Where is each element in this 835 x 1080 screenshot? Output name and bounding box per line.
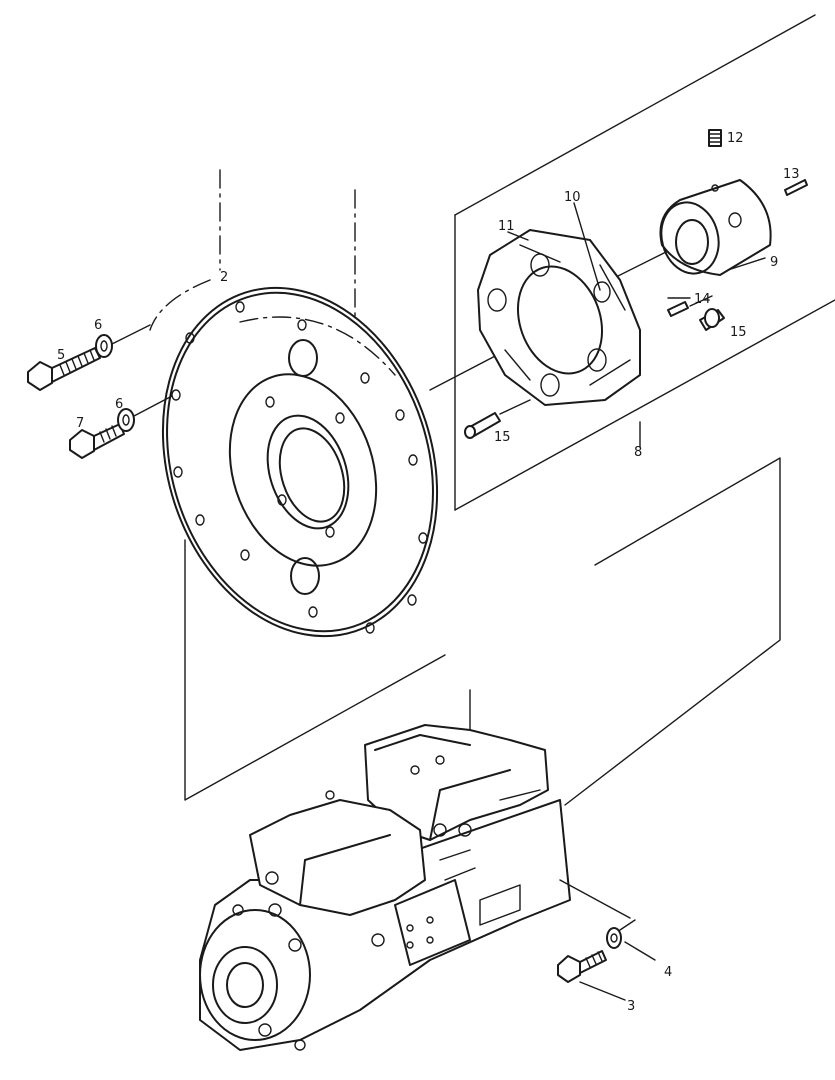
coupling-hub bbox=[659, 179, 772, 276]
coupling-element bbox=[477, 229, 641, 406]
callout-15a: 15 bbox=[730, 325, 747, 340]
set-screw-12 bbox=[708, 129, 722, 147]
bolt-15a bbox=[699, 308, 725, 331]
callout-15b: 15 bbox=[494, 430, 511, 445]
callout-7: 7 bbox=[76, 416, 84, 431]
washer-6a bbox=[95, 334, 113, 358]
callout-12: 12 bbox=[727, 131, 744, 146]
callout-4: 4 bbox=[664, 965, 672, 980]
bolt-15b bbox=[464, 412, 501, 439]
bolt-3 bbox=[557, 950, 607, 983]
callout-9: 9 bbox=[770, 255, 778, 270]
callout-10: 10 bbox=[564, 190, 581, 205]
callout-3: 3 bbox=[627, 999, 635, 1014]
washer-6b bbox=[117, 408, 135, 432]
pin-14 bbox=[667, 301, 689, 317]
flywheel-plate bbox=[149, 279, 439, 638]
callout-labels: 2 3 4 5 6 6 7 8 9 10 11 12 13 14 15 15 bbox=[57, 131, 800, 1014]
callout-13: 13 bbox=[783, 167, 800, 182]
callout-8: 8 bbox=[634, 445, 642, 460]
callout-5: 5 bbox=[57, 348, 65, 363]
callout-11: 11 bbox=[498, 219, 515, 234]
callout-14: 14 bbox=[694, 292, 711, 307]
hydraulic-pump bbox=[199, 724, 571, 1051]
washer-4 bbox=[606, 927, 622, 949]
callout-6a: 6 bbox=[94, 318, 102, 333]
pin-13 bbox=[784, 179, 808, 196]
callout-6b: 6 bbox=[115, 397, 123, 412]
callout-leaders bbox=[507, 202, 766, 1001]
callout-2: 2 bbox=[220, 270, 228, 285]
